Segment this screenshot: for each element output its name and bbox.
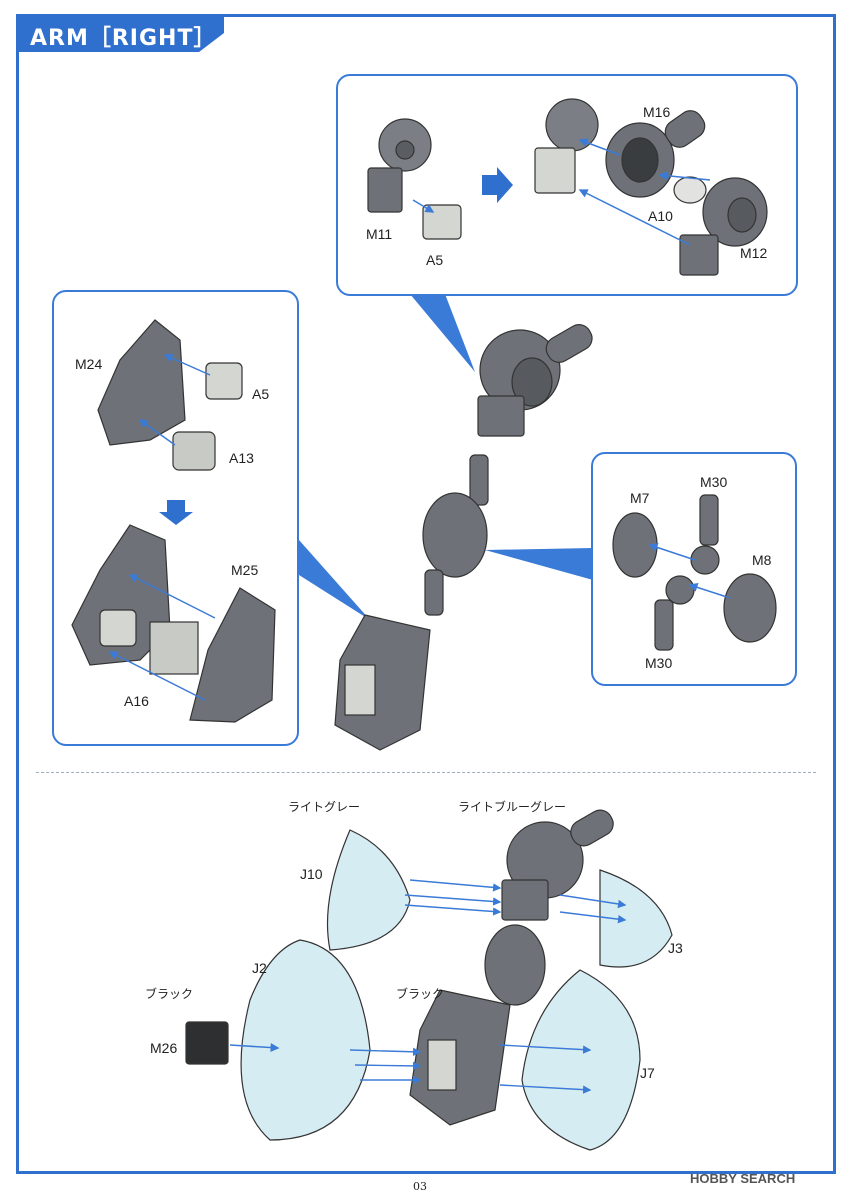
main-elbow <box>422 454 489 616</box>
label-m12: M12 <box>740 245 768 261</box>
part-a13 <box>172 431 216 471</box>
part-m30-bottom <box>654 575 695 651</box>
part-m12 <box>679 177 768 276</box>
label-j7: J7 <box>640 1065 655 1081</box>
label-j2: J2 <box>252 960 267 976</box>
label-j10: J10 <box>300 866 323 882</box>
part-m24 <box>97 319 186 446</box>
main-forearm <box>334 614 431 751</box>
label-m8: M8 <box>752 552 772 568</box>
assembled-m24 <box>71 524 171 666</box>
label-a10: A10 <box>648 208 673 224</box>
label-m30-bottom: M30 <box>645 655 673 671</box>
label-m25: M25 <box>231 562 259 578</box>
label-m11: M11 <box>366 226 393 242</box>
part-m16 <box>605 110 706 198</box>
part-a16 <box>149 621 199 675</box>
part-j10 <box>326 829 411 951</box>
page-title: ARM［RIGHT］ <box>30 26 217 51</box>
label-a16: A16 <box>124 693 149 709</box>
label-m26: M26 <box>150 1040 178 1056</box>
watermark-text: HOBBY SEARCH <box>690 1171 796 1186</box>
label-m16: M16 <box>643 104 671 120</box>
label-m7: M7 <box>630 490 650 506</box>
step-arrow-right <box>482 167 513 203</box>
pointer-elbow <box>485 548 593 580</box>
label-j3: J3 <box>668 940 683 956</box>
watermark: HOBBY SEARCH <box>690 1171 795 1186</box>
header-tab <box>16 14 224 52</box>
part-a5-shoulder <box>422 204 462 240</box>
painted-arm-assembly <box>409 809 614 1126</box>
page-number: 03 <box>413 1180 427 1193</box>
part-m8 <box>723 573 777 643</box>
step-arrow-down <box>159 500 193 525</box>
label-light-blue-gray: ライトブルーグレー <box>458 800 567 814</box>
section-divider <box>36 772 816 773</box>
part-m16-base <box>534 98 599 194</box>
part-m30-top <box>690 494 720 575</box>
label-light-gray: ライトグレー <box>288 800 361 814</box>
label-a13: A13 <box>229 450 254 466</box>
part-a5-forearm <box>205 362 243 400</box>
main-shoulder-joint <box>477 324 593 437</box>
part-m11 <box>367 118 432 213</box>
part-a10 <box>673 176 707 204</box>
part-m25 <box>189 587 276 723</box>
label-black-m26: ブラック <box>145 987 194 1001</box>
label-m24: M24 <box>75 356 103 372</box>
part-j2 <box>240 939 371 1141</box>
part-j7 <box>521 969 641 1151</box>
page-frame <box>16 14 836 1174</box>
label-m30-top: M30 <box>700 474 728 490</box>
part-j3 <box>599 869 673 968</box>
pointer-shoulder <box>410 294 475 372</box>
label-a5-forearm: A5 <box>252 386 270 402</box>
pointer-forearm <box>299 540 370 620</box>
part-m26 <box>185 1021 229 1065</box>
label-a5-shoulder: A5 <box>426 252 444 268</box>
label-black-arm: ブラック <box>396 987 445 1001</box>
